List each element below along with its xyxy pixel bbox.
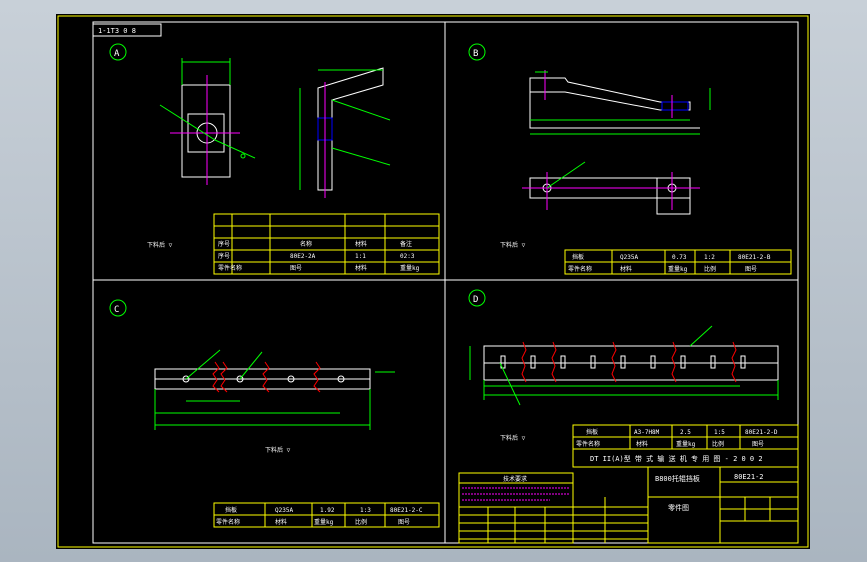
svg-text:图号: 图号 — [745, 266, 757, 273]
svg-text:备注: 备注 — [400, 240, 412, 248]
svg-text:零件名称: 零件名称 — [218, 264, 242, 272]
svg-text:序号: 序号 — [218, 240, 230, 248]
svg-text:比例: 比例 — [704, 265, 716, 273]
svg-text:零件名称: 零件名称 — [568, 265, 592, 273]
svg-text:1:1: 1:1 — [355, 253, 366, 260]
drawing-name: B800托辊挡板 — [655, 474, 700, 483]
svg-text:材料: 材料 — [355, 240, 367, 248]
section-break-mark — [671, 341, 677, 383]
view-d-table: 挡板 A3-7H8M 2.5 1:5 80E21-2-D 零件名称 材料 重量k… — [572, 424, 799, 450]
section-break-mark — [521, 341, 527, 383]
view-label-d: D — [468, 289, 486, 307]
slot-mark — [740, 355, 746, 369]
svg-text:材料: 材料 — [275, 518, 287, 526]
view-a-roughness: 下料后 ▽ — [147, 241, 173, 249]
svg-text:2.5: 2.5 — [680, 429, 691, 436]
view-b-plan — [522, 161, 700, 215]
svg-text:挡板: 挡板 — [572, 253, 584, 261]
view-c-bar — [154, 349, 395, 430]
svg-text:1.92: 1.92 — [320, 507, 335, 514]
svg-text:80E21-2-C: 80E21-2-C — [390, 507, 423, 514]
view-b-profile — [529, 70, 711, 135]
svg-text:材料: 材料 — [620, 265, 632, 273]
svg-text:1:5: 1:5 — [714, 429, 725, 436]
svg-text:重量kg: 重量kg — [400, 264, 420, 272]
svg-text:图号: 图号 — [398, 519, 410, 526]
svg-text:80E2-2A: 80E2-2A — [290, 253, 316, 260]
view-b-table: 挡板 Q235A 0.73 1:2 80E21-2-B 零件名称 材料 重量kg… — [564, 249, 792, 275]
view-d-roughness: 下料后 ▽ — [500, 434, 526, 442]
top-label-box — [92, 23, 162, 37]
svg-text:图号: 图号 — [290, 265, 302, 272]
slot-mark — [650, 355, 656, 369]
svg-text:Q235A: Q235A — [275, 507, 293, 514]
svg-text:比例: 比例 — [355, 518, 367, 526]
view-b-roughness: 下料后 ▽ — [500, 241, 526, 249]
slot-mark — [590, 355, 596, 369]
sheet-kind: 零件图 — [668, 503, 689, 512]
slot-mark — [620, 355, 626, 369]
svg-text:D: D — [473, 295, 478, 305]
svg-text:重量kg: 重量kg — [668, 265, 688, 273]
view-c-table: 挡板 Q235A 1.92 1:3 80E21-2-C 零件名称 材料 重量kg… — [213, 502, 440, 528]
svg-text:80E21-2-B: 80E21-2-B — [738, 254, 771, 261]
slot-mark — [560, 355, 566, 369]
svg-text:02:3: 02:3 — [400, 253, 415, 260]
svg-text:1:2: 1:2 — [704, 254, 715, 261]
svg-text:挡板: 挡板 — [225, 506, 237, 514]
view-a-front — [159, 58, 256, 185]
section-break-mark — [551, 341, 557, 383]
svg-text:重量kg: 重量kg — [676, 440, 696, 448]
drawing-sheet — [56, 14, 810, 549]
outer-frame — [57, 15, 809, 548]
svg-text:材料: 材料 — [636, 440, 648, 448]
view-label-b: B — [468, 43, 486, 61]
svg-text:名称: 名称 — [300, 240, 312, 248]
view-a-table: 序号 名称 材料 备注 序号 80E2-2A 1:1 02:3 零件名称 图号 … — [213, 213, 440, 275]
svg-text:A3-7H8M: A3-7H8M — [634, 429, 660, 436]
svg-text:材料: 材料 — [355, 264, 367, 272]
svg-text:挡板: 挡板 — [586, 428, 598, 436]
view-label-a: A — [109, 43, 127, 61]
svg-text:重量kg: 重量kg — [314, 518, 334, 526]
top-label: 1-1T3 0 8 — [98, 27, 136, 35]
svg-text:A: A — [114, 49, 120, 59]
section-break-mark — [611, 341, 617, 383]
svg-text:Q235A: Q235A — [620, 254, 638, 261]
drawing-code: 80E21-2 — [734, 473, 764, 481]
slot-mark — [680, 355, 686, 369]
svg-text:C: C — [114, 305, 119, 315]
svg-text:序号: 序号 — [218, 252, 230, 260]
svg-text:80E21-2-D: 80E21-2-D — [745, 429, 778, 436]
svg-text:1:3: 1:3 — [360, 507, 371, 514]
svg-text:图号: 图号 — [752, 441, 764, 448]
slot-mark — [710, 355, 716, 369]
view-d-bar — [469, 325, 779, 406]
title-block: DT II(A)型 带 式 输 送 机 专 用 图 - 2 0 0 2 B800… — [572, 448, 799, 544]
svg-text:零件名称: 零件名称 — [576, 440, 600, 448]
svg-text:技术要求: 技术要求 — [503, 475, 527, 483]
tech-notes-block: 技术要求 — [458, 472, 648, 544]
view-a-side — [299, 67, 391, 198]
svg-text:零件名称: 零件名称 — [216, 518, 240, 526]
title-main: DT II(A)型 带 式 输 送 机 专 用 图 - 2 0 0 2 — [590, 454, 763, 463]
slot-mark — [530, 355, 536, 369]
view-c-roughness: 下料后 ▽ — [265, 446, 291, 454]
svg-text:0.73: 0.73 — [672, 254, 687, 261]
section-break-mark — [731, 341, 737, 383]
svg-text:B: B — [473, 49, 478, 59]
view-label-c: C — [109, 299, 127, 317]
svg-text:比例: 比例 — [712, 440, 724, 448]
